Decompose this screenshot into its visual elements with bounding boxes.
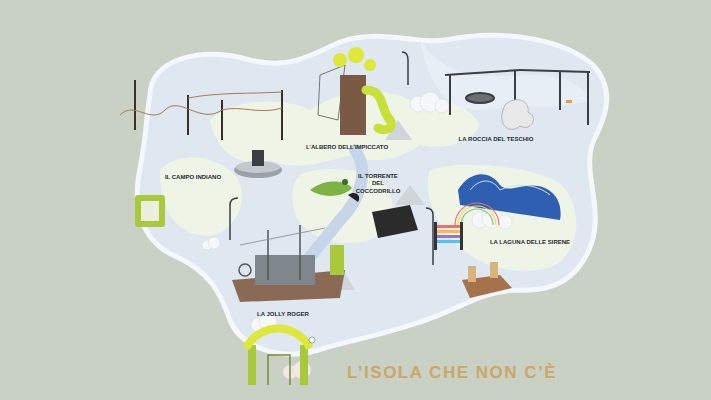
swings bbox=[445, 70, 590, 129]
entrance-arch bbox=[300, 345, 308, 385]
lamp-posts bbox=[426, 208, 433, 265]
boat-play bbox=[462, 262, 512, 298]
clouds bbox=[202, 92, 512, 379]
tree-slide bbox=[340, 75, 366, 135]
crocodile bbox=[310, 179, 359, 202]
swings bbox=[566, 100, 572, 103]
area-label: IL TORRENTE DEL COCCODRILLO bbox=[355, 173, 401, 196]
area-label: LA ROCCIA DEL TESCHIO bbox=[459, 136, 534, 144]
crocodile bbox=[348, 193, 359, 202]
tree-slide bbox=[366, 90, 391, 130]
rope-course bbox=[120, 106, 282, 115]
lamp-posts bbox=[230, 198, 238, 240]
swings bbox=[587, 72, 589, 125]
play-panel bbox=[141, 201, 159, 221]
black-mat bbox=[372, 205, 418, 238]
island-ground bbox=[428, 165, 577, 271]
map-title: L’ISOLA CHE NON C’È bbox=[347, 363, 557, 383]
lamp-posts bbox=[402, 52, 408, 85]
pirate-ship bbox=[255, 255, 315, 285]
play-panel bbox=[135, 195, 165, 227]
net-dome bbox=[458, 174, 561, 220]
xylophone bbox=[437, 225, 460, 228]
xylophone bbox=[460, 222, 463, 250]
tree-slide bbox=[348, 47, 364, 63]
net-dome bbox=[458, 174, 561, 220]
area-label: LA JOLLY ROGER bbox=[257, 311, 309, 319]
black-mat bbox=[372, 205, 418, 238]
rope-course bbox=[188, 92, 282, 98]
boat-play bbox=[490, 262, 498, 278]
lamp-posts bbox=[230, 52, 433, 265]
xylophone bbox=[434, 222, 437, 250]
tree-slide bbox=[364, 59, 376, 71]
crocodile bbox=[342, 179, 348, 185]
xylophone bbox=[434, 222, 463, 250]
pirate-ship bbox=[267, 230, 269, 280]
clouds bbox=[498, 215, 512, 229]
rainbow bbox=[455, 203, 499, 225]
carousel bbox=[252, 150, 264, 166]
entrance-arch bbox=[246, 329, 315, 386]
xylophone bbox=[437, 230, 460, 233]
entrance-arch bbox=[246, 329, 310, 349]
entrance-arch bbox=[268, 355, 290, 385]
clouds bbox=[435, 99, 449, 113]
clouds bbox=[208, 237, 220, 249]
swings bbox=[502, 100, 534, 130]
boat-play bbox=[468, 266, 476, 282]
pirate-ship bbox=[240, 228, 325, 245]
rainbow bbox=[461, 209, 493, 225]
area-label: L’ALBERO DELL’IMPICCATO bbox=[306, 144, 388, 152]
area-label: LA LAGUNA DELLE SIRENE bbox=[490, 239, 570, 247]
pirate-ship bbox=[232, 225, 345, 302]
entrance-arch bbox=[309, 337, 315, 343]
rainbow bbox=[455, 203, 499, 225]
tree-slide bbox=[318, 47, 391, 135]
rope-course bbox=[134, 80, 136, 130]
xylophone bbox=[437, 235, 460, 238]
xylophone bbox=[437, 240, 460, 243]
pirate-ship bbox=[330, 245, 344, 275]
pirate-ship bbox=[239, 264, 251, 276]
entrance-arch bbox=[248, 345, 256, 385]
island-ground bbox=[137, 35, 606, 354]
area-label: IL CAMPO INDIANO bbox=[165, 174, 221, 182]
swings bbox=[466, 93, 494, 103]
tree-slide bbox=[333, 53, 347, 67]
net-dome bbox=[470, 181, 550, 195]
swings bbox=[445, 70, 520, 75]
swings bbox=[520, 70, 590, 72]
swings bbox=[559, 72, 561, 110]
rope-course bbox=[221, 100, 223, 140]
rope-course bbox=[187, 95, 189, 135]
play-panel bbox=[135, 195, 165, 227]
rope-course bbox=[281, 90, 283, 140]
rope-course bbox=[120, 80, 282, 140]
rainbow bbox=[458, 206, 496, 225]
carousel bbox=[234, 150, 282, 178]
swings bbox=[449, 75, 451, 115]
island-ground bbox=[137, 35, 606, 354]
